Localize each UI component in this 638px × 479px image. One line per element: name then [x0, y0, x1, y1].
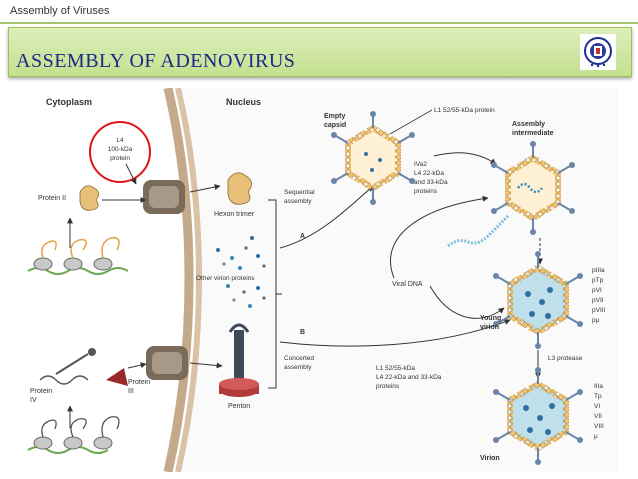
nuclear-envelope-inner — [175, 88, 202, 472]
viral-dna-strand — [447, 214, 510, 248]
top-divider — [0, 22, 638, 24]
path-a-label: A — [300, 233, 305, 240]
virion-protein-6: μ — [594, 433, 598, 440]
other-virion-proteins-label: Other virion proteins — [196, 275, 255, 282]
protein-iii-line2: III — [128, 388, 134, 395]
nuclear-pore-bottom — [146, 346, 188, 380]
empty-capsid — [331, 111, 415, 205]
nucleus-label: Nucleus — [226, 97, 261, 107]
young-protein-6: pμ — [592, 317, 600, 324]
l4-highlight-circle — [89, 121, 151, 183]
path-b-label: B — [300, 329, 305, 336]
penton-label: Penton — [228, 403, 250, 410]
mature-virion-capsid — [493, 367, 583, 465]
protein-ii-shape — [79, 185, 99, 211]
young-protein-3: pVI — [592, 287, 602, 294]
iva2-line2: L4 22-kDa — [414, 170, 444, 177]
young-protein-2: pTp — [592, 277, 604, 284]
ribosomes-top — [27, 237, 129, 275]
l4-label-line1: L4 — [116, 137, 124, 144]
iva2-line3: and 33-kDa — [414, 179, 448, 186]
young-virion-line1: Young — [480, 315, 501, 322]
top-bar: Assembly of Viruses — [0, 0, 638, 23]
hexon-trimer-label: Hexon trimer — [214, 211, 255, 218]
hexon-trimer-shape — [227, 172, 252, 205]
l1-protein-label: L1 52/55-kDa protein — [434, 107, 495, 114]
protein-ii-label: Protein II — [38, 195, 66, 202]
iva2-line1: IVa2 — [414, 161, 427, 168]
virion-protein-3: VI — [594, 403, 600, 410]
protein-iv-line2: IV — [30, 397, 37, 404]
penton-shape — [219, 323, 259, 397]
concerted-proteins-line3: proteins — [376, 383, 400, 390]
iva2-line4: proteins — [414, 188, 438, 195]
virion-label: Virion — [480, 455, 500, 462]
virion-protein-2: Tp — [594, 393, 602, 400]
concerted-assembly-line1: Concerted — [284, 355, 314, 362]
adenovirus-assembly-diagram: Cytoplasm Nucleus L4 100-kDa protein Pro… — [18, 88, 618, 472]
slide-title-banner: ASSEMBLY OF ADENOVIRUS — [8, 27, 632, 77]
concerted-proteins-line1: L1 52/55-kDa — [376, 365, 415, 372]
young-protein-5: pVIII — [592, 307, 606, 314]
assembly-intermediate-capsid — [491, 141, 575, 235]
empty-capsid-line1: Empty — [324, 113, 346, 120]
protein-iv-line1: Protein — [30, 388, 52, 395]
slide-title: ASSEMBLY OF ADENOVIRUS — [16, 50, 296, 72]
institution-logo-icon — [580, 34, 616, 70]
other-virion-proteins-dots — [216, 236, 266, 308]
l4-label-line2: 100-kDa — [108, 146, 133, 153]
virion-protein-4: VII — [594, 413, 602, 420]
assembly-intermediate-line2: intermediate — [512, 130, 554, 137]
young-virion-line2: virion — [480, 324, 499, 331]
concerted-assembly-line2: assembly — [284, 364, 312, 371]
protein-iii-line1: Protein — [128, 379, 150, 386]
document-title: Assembly of Viruses — [10, 5, 110, 17]
young-protein-4: pVII — [592, 297, 604, 304]
sequential-assembly-line2: assembly — [284, 198, 312, 205]
ribosomes-bottom — [27, 416, 120, 454]
virion-protein-1: IIIa — [594, 383, 603, 390]
nuclear-envelope-outer — [163, 88, 194, 472]
young-protein-1: pIIIa — [592, 267, 605, 274]
viral-dna-label: Viral DNA — [392, 281, 423, 288]
empty-capsid-line2: capsid — [324, 122, 346, 129]
young-virion-capsid — [493, 251, 583, 349]
sequential-assembly-line1: Sequential — [284, 189, 315, 196]
assembly-intermediate-line1: Assembly — [512, 121, 545, 128]
l4-label-line3: protein — [110, 155, 130, 162]
protein-iv-fiber — [39, 375, 89, 385]
concerted-proteins-line2: L4 22-kDa and 33-kDa — [376, 374, 442, 381]
virion-protein-5: VIII — [594, 423, 604, 430]
cytoplasm-label: Cytoplasm — [46, 97, 92, 107]
protein-iii-shape — [106, 368, 128, 386]
l3-protease-label: L3 protease — [548, 355, 583, 362]
nuclear-pore-top — [143, 180, 185, 214]
